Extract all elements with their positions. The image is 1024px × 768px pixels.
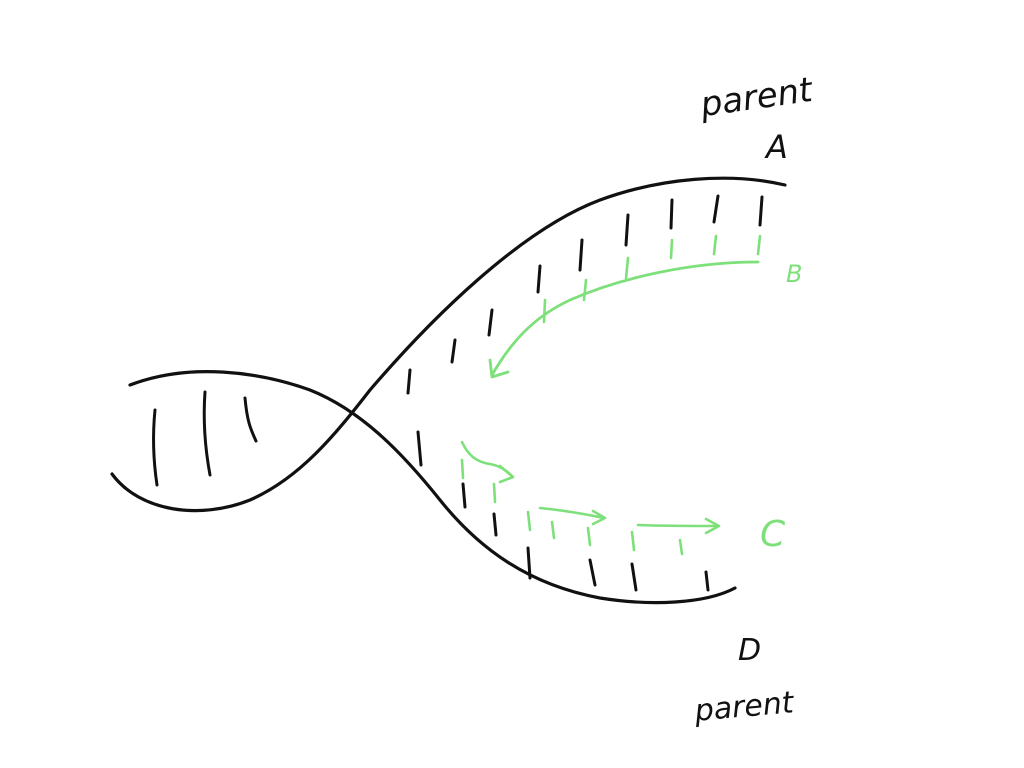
parent-bottom-label: parent (692, 685, 796, 729)
base-tick (712, 194, 720, 224)
strand-b-label: B (786, 260, 802, 288)
strand-a-bases (406, 194, 764, 395)
new-base-tick (712, 234, 718, 256)
new-base-tick (624, 256, 630, 280)
new-base-tick (582, 278, 588, 302)
parent-top-label: parent (697, 70, 816, 126)
new-strand-b-backbone (490, 260, 760, 377)
okazaki-arrowhead (704, 517, 721, 535)
base-tick (536, 264, 542, 294)
strand-b-arrowhead (488, 358, 510, 379)
parent-strand-d-backbone (128, 370, 737, 605)
okazaki-fragments (460, 440, 721, 535)
base-tick (624, 213, 630, 247)
new-base-tick (586, 526, 592, 547)
strand-d-label: D (738, 633, 761, 668)
new-base-tick (678, 538, 684, 556)
strand-d-bases (416, 430, 710, 592)
strand-c-bases (460, 458, 684, 556)
parent-strand-a-backbone (110, 176, 787, 513)
base-tick (630, 562, 638, 592)
helix-rung (152, 408, 159, 487)
new-base-tick (526, 510, 532, 532)
base-tick (416, 430, 423, 467)
strand-a-label: A (764, 128, 788, 166)
new-base-tick (669, 238, 674, 260)
new-base-tick (550, 520, 556, 540)
base-tick (588, 558, 597, 587)
base-tick (578, 238, 584, 272)
base-tick (492, 512, 498, 537)
new-base-tick (630, 530, 636, 552)
base-tick (461, 482, 467, 509)
base-tick (758, 195, 764, 227)
base-tick (526, 546, 532, 580)
new-base-tick (542, 298, 547, 324)
okazaki-fragment (538, 506, 606, 520)
okazaki-arrowhead (591, 509, 607, 526)
base-tick (704, 570, 710, 592)
new-base-tick (460, 458, 465, 480)
strand-b-bases (542, 234, 762, 324)
base-tick (487, 308, 494, 337)
okazaki-arrowhead (498, 464, 515, 484)
base-tick (450, 338, 457, 364)
helix-rung (202, 390, 212, 477)
new-base-tick (756, 234, 762, 256)
okazaki-fragment (636, 523, 720, 528)
base-tick (669, 198, 674, 230)
left-helix-rungs (152, 390, 258, 487)
strand-c-label: C (760, 514, 786, 555)
helix-rung (243, 396, 258, 443)
new-base-tick (492, 482, 497, 504)
base-tick (406, 368, 412, 395)
